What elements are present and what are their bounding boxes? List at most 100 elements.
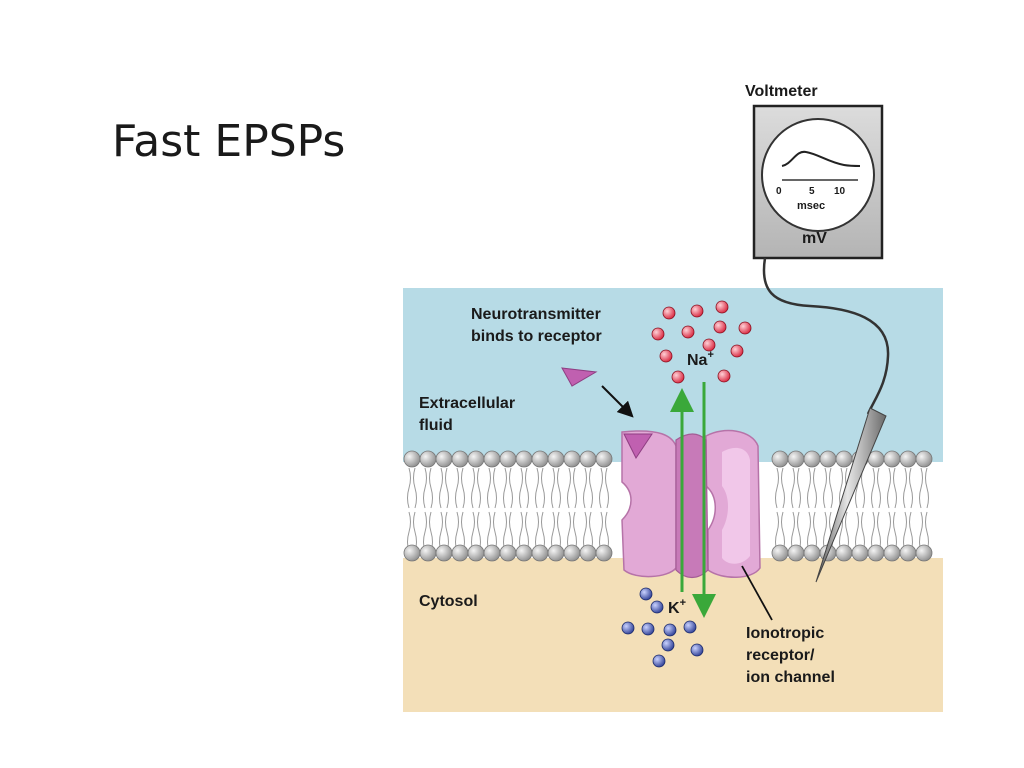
binding-arrow (601, 385, 634, 418)
lipid-tail (487, 467, 491, 509)
lipid-head (547, 450, 565, 468)
sodium-ion (681, 325, 695, 339)
extracellular-label-line1: Extracellular (419, 395, 515, 412)
lipid-tail (823, 467, 827, 509)
lipid-head (883, 544, 901, 562)
lipid-head (803, 450, 821, 468)
tick-10: 10 (834, 186, 846, 197)
lipid-tail (781, 467, 785, 509)
lipid-head (419, 450, 437, 468)
lipid-head (771, 544, 789, 562)
lipid-tail (519, 467, 523, 509)
lipid-head (499, 544, 517, 562)
lipid-tail (471, 467, 475, 509)
neurotransmitter-label-line1: Neurotransmitter (471, 306, 601, 323)
lipid-tail (541, 467, 545, 509)
lipid-head (915, 450, 933, 468)
lipid-tail (919, 467, 923, 509)
tick-0: 0 (776, 186, 782, 197)
voltmeter: Voltmeter 0 5 10 msec mV (745, 83, 890, 583)
lipid-head (771, 450, 789, 468)
lipid-head (787, 544, 805, 562)
lipid-tail (605, 467, 609, 509)
tick-5: 5 (809, 186, 815, 197)
epsp-trace (781, 150, 861, 167)
lipid-tail (877, 467, 881, 509)
receptor-label-line1: Ionotropic (746, 625, 824, 642)
lipid-head (531, 450, 549, 468)
potassium-ion (621, 621, 635, 635)
potassium-label: K+ (668, 597, 686, 617)
lipid-head (467, 450, 485, 468)
sodium-ion (690, 304, 704, 318)
sodium-ion (702, 338, 716, 352)
lipid-head (579, 544, 597, 562)
lipid-head (435, 544, 453, 562)
lipid-head (867, 544, 885, 562)
neurotransmitter-bound (623, 433, 653, 459)
potassium-ion (661, 638, 675, 652)
lipid-tail (887, 467, 891, 509)
sodium-ion (659, 349, 673, 363)
lipid-tail (791, 467, 795, 509)
lipid-tail (871, 467, 875, 509)
sodium-ion (717, 369, 731, 383)
lipid-head (451, 544, 469, 562)
lipid-head (803, 544, 821, 562)
potassium-ions (621, 587, 704, 668)
neurotransmitter-label-line2: binds to receptor (471, 328, 602, 345)
lipid-head (403, 450, 421, 468)
potassium-ion (639, 587, 653, 601)
sodium-ion (713, 320, 727, 334)
potassium-charge: + (680, 597, 686, 609)
lipid-head (403, 544, 421, 562)
lipid-tail (589, 467, 593, 509)
neurotransmitter-free (561, 367, 598, 387)
lipid-tail (775, 467, 779, 509)
lipid-tail (557, 467, 561, 509)
extracellular-label-line2: fluid (419, 417, 453, 434)
lipid-head (419, 544, 437, 562)
lipid-tail (413, 467, 417, 509)
slide-title: Fast EPSPs (112, 116, 346, 167)
lipid-head (595, 544, 613, 562)
electrode-wire (762, 257, 890, 415)
lipid-tail (893, 467, 897, 509)
lipid-tail (573, 467, 577, 509)
lipid-head (499, 450, 517, 468)
sodium-symbol: Na (687, 352, 708, 369)
lipid-tail (839, 467, 843, 509)
lipid-tail (493, 467, 497, 509)
voltmeter-title: Voltmeter (745, 83, 818, 100)
sodium-ion (738, 321, 752, 335)
voltmeter-dial (761, 118, 875, 232)
sodium-ion (730, 344, 744, 358)
lipid-tail (445, 467, 449, 509)
lipid-head (819, 450, 837, 468)
lipid-tail (525, 467, 529, 509)
lipid-tail (423, 467, 427, 509)
potassium-ion (652, 654, 666, 668)
lipid-tail (567, 467, 571, 509)
lipid-tail (797, 467, 801, 509)
lipid-head (787, 450, 805, 468)
sodium-charge: + (707, 349, 713, 361)
potassium-ion (663, 623, 677, 637)
ionotropic-receptor (621, 429, 761, 579)
lipid-head (531, 544, 549, 562)
potassium-ion (641, 622, 655, 636)
lipid-tail (407, 467, 411, 509)
lipid-head (883, 450, 901, 468)
receptor-right-highlight (722, 447, 750, 564)
sodium-label: Na+ (687, 349, 714, 369)
lipid-head (899, 450, 917, 468)
lipid-tail (925, 467, 929, 509)
lipid-tail (583, 467, 587, 509)
electrode-needle (815, 407, 887, 583)
lipid-tail (599, 467, 603, 509)
lipid-head (483, 544, 501, 562)
lipid-head (547, 544, 565, 562)
lipid-tail (551, 467, 555, 509)
lipid-head (515, 544, 533, 562)
lipid-head (835, 544, 853, 562)
